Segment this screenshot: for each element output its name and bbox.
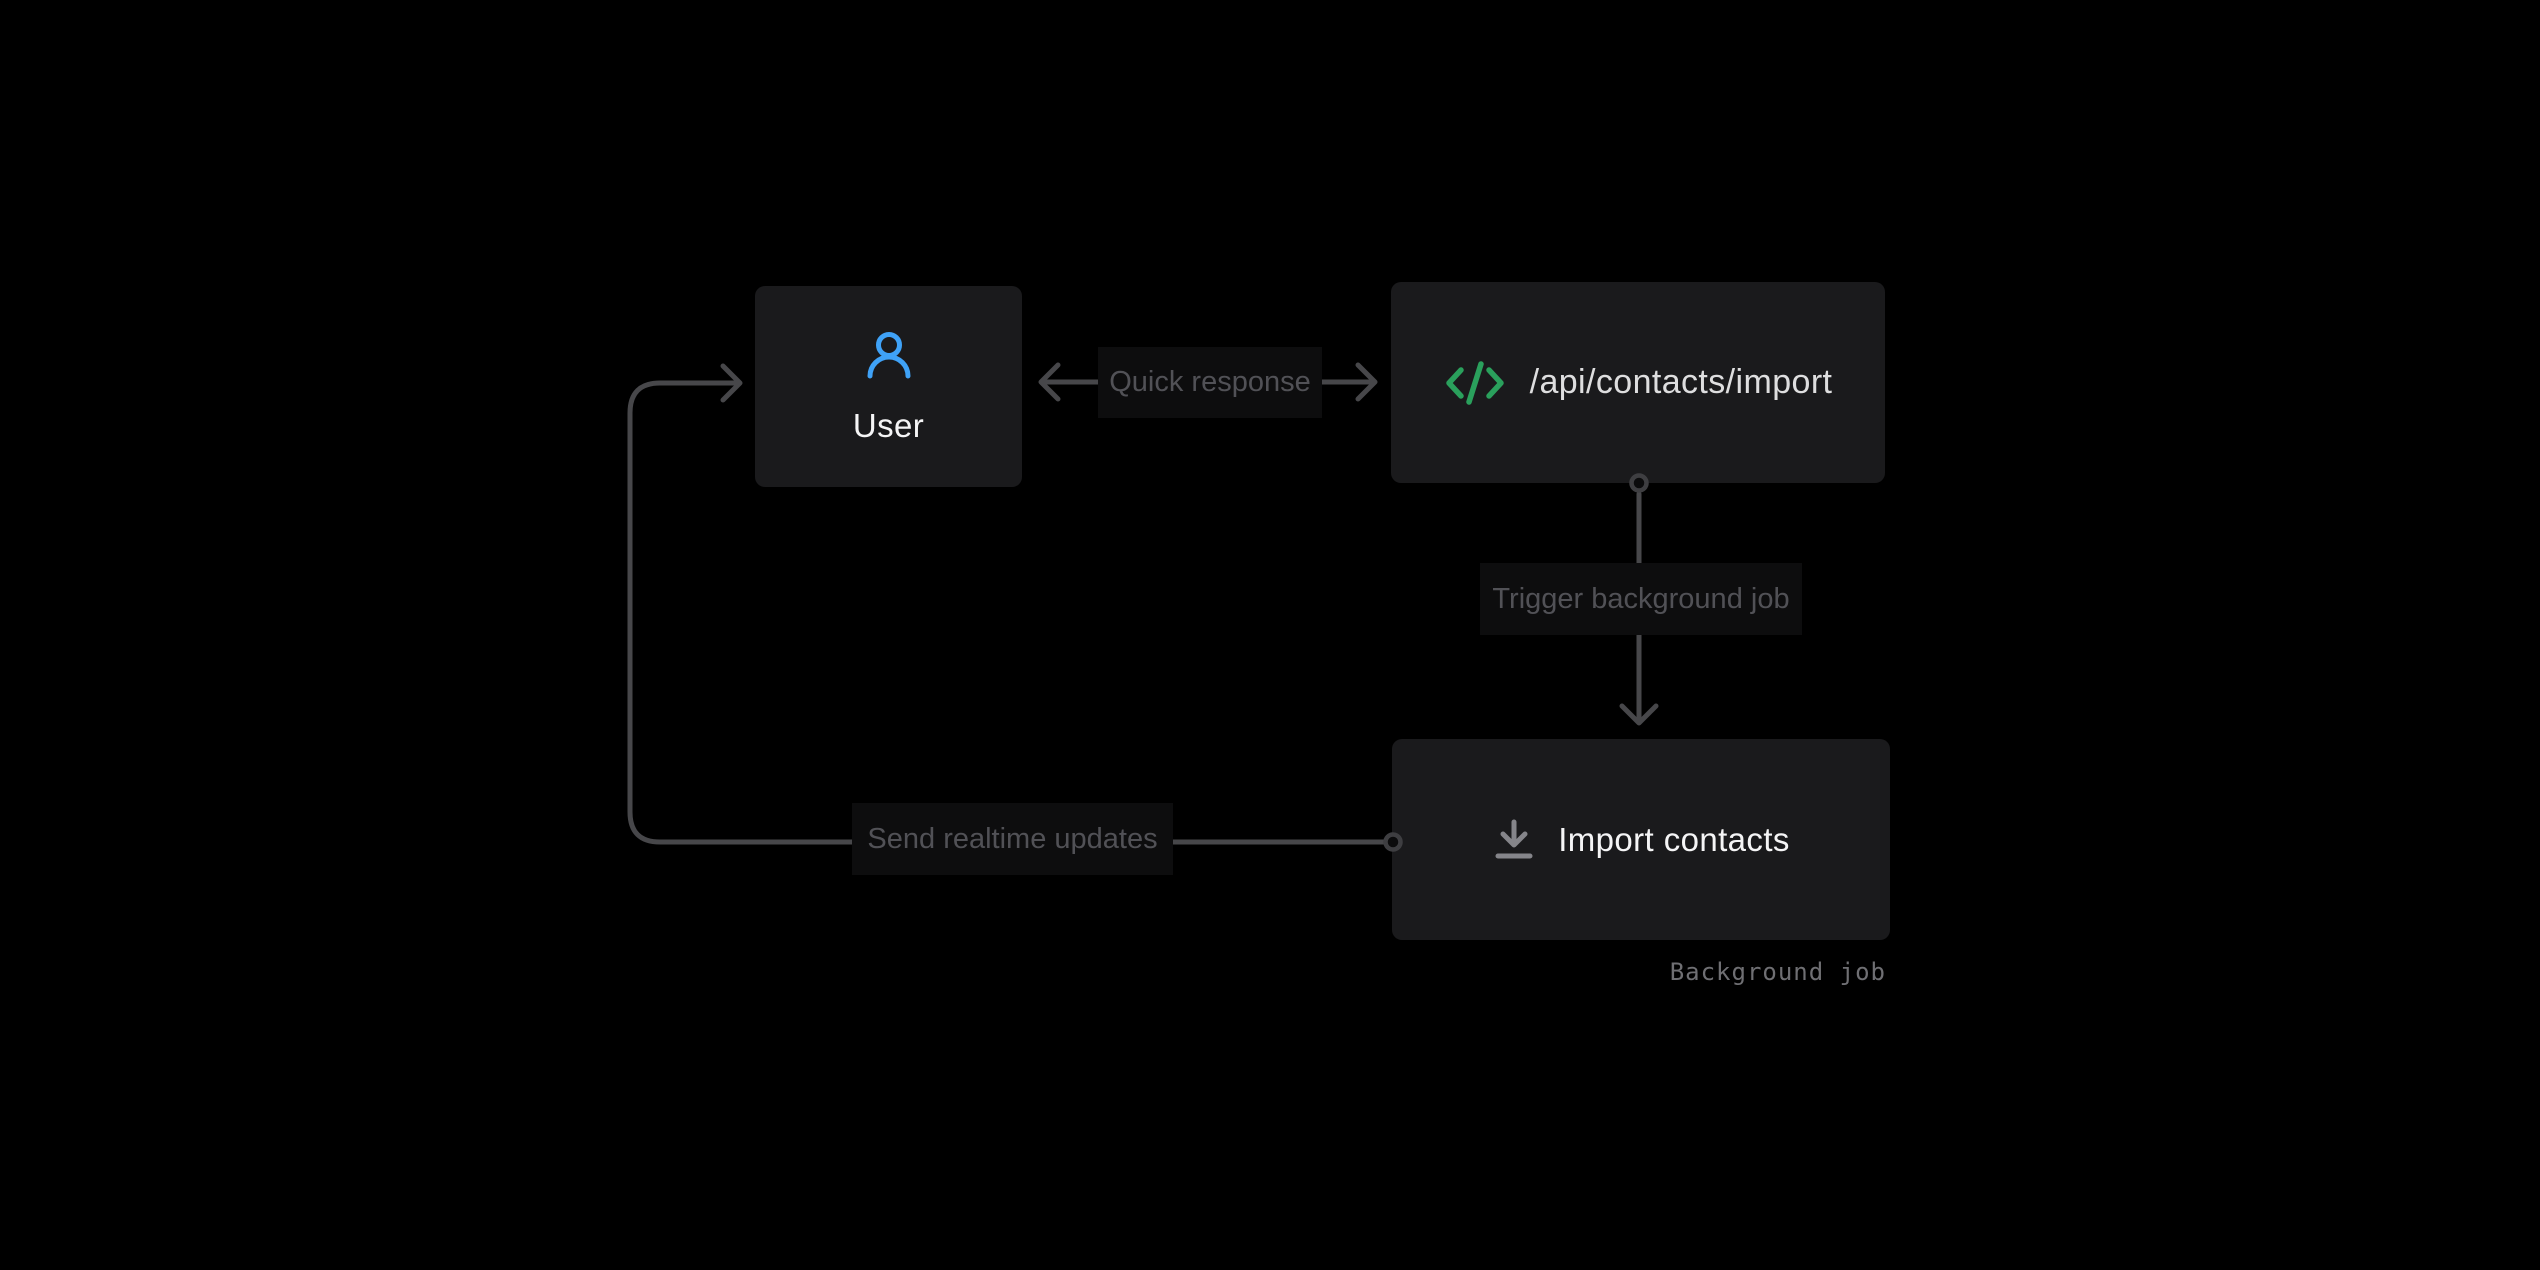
edge-quick-response-right-arrowhead <box>1355 362 1378 402</box>
code-icon-strokes <box>1445 360 1504 405</box>
node-api: /api/contacts/import <box>1391 282 1885 483</box>
node-api-label: /api/contacts/import <box>1529 363 1833 401</box>
user-icon-strokes <box>867 331 910 378</box>
connector-dots <box>1383 473 1649 852</box>
edge-trigger-arrowhead <box>1619 703 1659 726</box>
api-bottom-connector-dot <box>1629 473 1649 493</box>
edge-realtime-line <box>627 380 1387 845</box>
node-import-label: Import contacts <box>1558 820 1790 858</box>
background-job-annotation: Background job <box>1669 958 1886 986</box>
import-left-connector-dot <box>1383 832 1403 852</box>
download-icon <box>1495 819 1533 858</box>
edge-label-send-realtime-updates: Send realtime updates <box>852 803 1173 875</box>
edge-label-quick-response: Quick response <box>1098 347 1322 418</box>
node-user: User <box>755 286 1022 487</box>
edge-realtime-arrowhead <box>720 363 743 403</box>
user-icon <box>867 331 910 378</box>
code-icon <box>1445 360 1504 405</box>
edge-label-trigger-background-job: Trigger background job <box>1480 563 1802 635</box>
node-import: Import contacts <box>1392 739 1890 940</box>
download-icon-strokes <box>1495 819 1533 858</box>
edge-quick-response-left-arrowhead <box>1038 362 1061 402</box>
node-user-label: User <box>852 406 925 444</box>
